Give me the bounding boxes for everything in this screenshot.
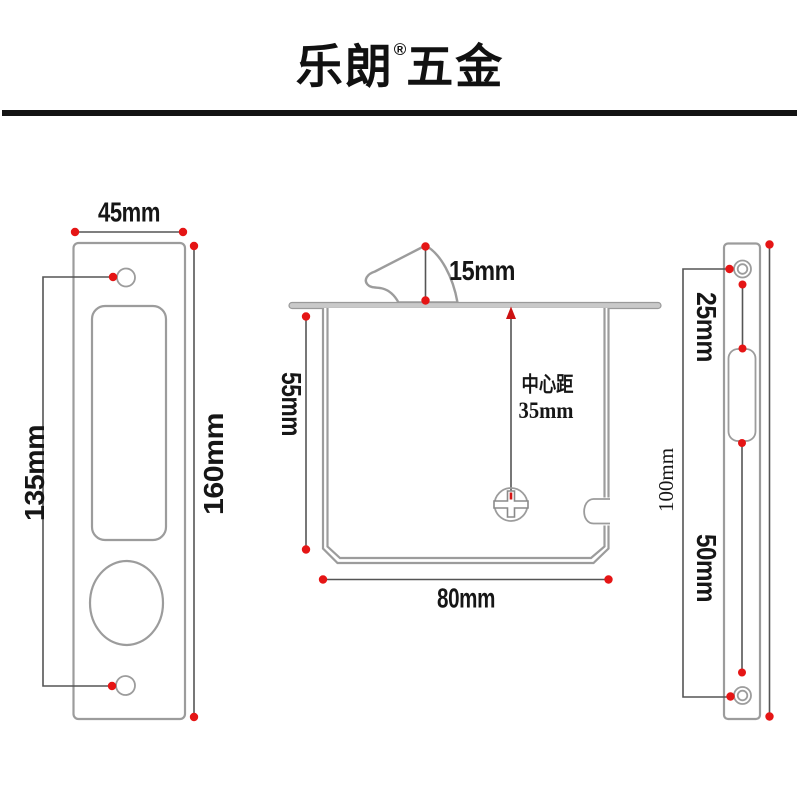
hole-to-slot-label: 25mm	[691, 292, 722, 362]
strip-top-hole-inner	[736, 263, 749, 275]
dimension-endpoint-dot	[189, 712, 199, 722]
hook-height-label: 15mm	[449, 255, 515, 286]
faceplate-height-label: 160mm	[198, 413, 229, 515]
strip-bottom-hole-inner	[736, 689, 749, 702]
dimension-endpoint-dot	[421, 242, 430, 251]
dimension-endpoint-dot	[604, 575, 613, 584]
center-distance-value: 35mm	[519, 398, 574, 423]
edge-strip-side-view: 25mm 50mm 100mm	[654, 240, 774, 721]
faceplate-front-view: 45mm 135mm 160mm	[19, 197, 229, 722]
dimension-endpoint-dot	[738, 439, 746, 447]
registered-trademark-icon: ®	[393, 40, 407, 59]
strip-length-label: 100mm	[654, 448, 678, 512]
strip-top-hole-outer	[733, 259, 752, 279]
center-distance-arrow	[506, 306, 516, 319]
lock-body-top-plate	[288, 301, 662, 310]
hole-distance-bracket	[42, 276, 113, 687]
dimension-endpoint-dot	[765, 240, 774, 249]
dimension-endpoint-dot	[189, 241, 199, 251]
dimension-endpoint-dot	[318, 575, 328, 584]
body-height-label: 55mm	[276, 372, 307, 436]
faceplate-thumbturn-hole	[88, 559, 165, 647]
dimension-endpoint-dot	[738, 280, 747, 289]
notch-mask	[578, 497, 612, 526]
header-divider	[2, 110, 797, 116]
dimension-endpoint-dot	[765, 712, 774, 721]
dimension-endpoint-dot	[301, 545, 311, 554]
faceplate-width-label: 45mm	[98, 197, 160, 228]
dimension-endpoint-dot	[70, 227, 80, 237]
body-width-label: 80mm	[437, 583, 495, 614]
dimension-endpoint-dot	[108, 272, 118, 282]
screw-cross-slot	[493, 490, 529, 518]
dimension-endpoint-dot	[301, 312, 311, 321]
faceplate-handle-slot	[90, 304, 168, 542]
center-distance-title: 中心距	[522, 373, 574, 397]
lock-body-outer-outline	[321, 308, 610, 565]
dimension-endpoint-dot	[107, 681, 117, 691]
faceplate-outline	[72, 241, 187, 721]
dimension-endpoint-dot	[738, 344, 747, 353]
brand-header: 乐朗®五金	[0, 28, 800, 97]
brand-name-prefix: 乐朗	[295, 40, 394, 93]
dimension-endpoint-dot	[421, 296, 430, 305]
side-notch-outline	[583, 498, 610, 525]
dimension-endpoint-dot	[178, 227, 188, 237]
dimension-endpoint-dot	[738, 668, 746, 677]
lock-body-front-view: 15mm 55mm 中心距 35mm 80mm	[276, 242, 662, 614]
slot-section-label: 50mm	[691, 534, 722, 602]
faceplate-hole-distance-label: 135mm	[19, 425, 50, 521]
hook-latch-outline	[364, 244, 459, 304]
strip-hole-distance-bracket	[682, 268, 731, 698]
brand-name-suffix: 五金	[406, 40, 505, 93]
dimension-endpoint-dot	[726, 692, 735, 701]
dimension-endpoint-dot	[725, 264, 734, 274]
